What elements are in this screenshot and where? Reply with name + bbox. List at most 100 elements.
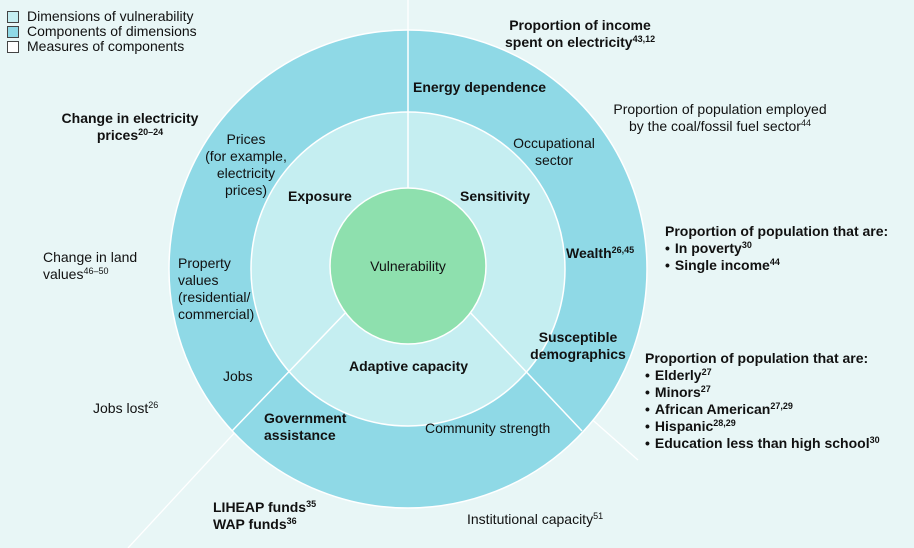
measure-wealth-item-text: Single income [674,257,770,273]
measure-demographics-item-ref: 30 [869,435,880,445]
list-item: African American27,29 [645,401,880,418]
measure-electricity-prices-line2: prices20–24 [55,127,205,144]
measure-wealth-heading: Proportion of population that are: [665,223,889,239]
measure-institutional-capacity-ref: 51 [593,511,604,521]
list-item: Education less than high school30 [645,435,880,452]
component-wealth-label: Wealth [566,245,612,261]
measure-wap-ref: 36 [286,516,297,526]
component-government-assistance-line2: assistance [264,427,336,443]
component-wealth-ref: 26,45 [611,245,635,255]
component-prices-line1: Prices [226,131,266,147]
list-item: Hispanic28,29 [645,418,880,435]
measure-electricity-prices: Change in electricity prices20–24 [55,110,205,144]
ring-divider-left [231,307,351,432]
measure-jobs-lost: Jobs lost26 [93,400,158,417]
component-government-assistance-line1: Government [264,410,347,426]
measure-liheap-ref: 35 [306,499,317,509]
component-property-values-line1: Property [178,255,231,271]
measure-demographics-item-text: Minors [654,384,701,400]
legend-label-dimensions: Dimensions of vulnerability [27,8,194,24]
measure-land-values: Change in land values46–50 [43,249,137,283]
measure-demographics-group: Proportion of population that are: Elder… [645,350,880,452]
list-item: Single income44 [665,257,888,274]
component-community-strength: Community strength [425,420,551,436]
list-item: Elderly27 [645,367,880,384]
measure-demographics-item-ref: 27 [701,367,712,377]
measure-jobs-lost-text: Jobs lost [93,400,149,416]
component-susceptible-demographics-line1: Susceptible [538,329,618,345]
measure-demographics-item-ref: 28,29 [713,418,736,428]
component-wealth: Wealth26,45 [566,245,634,262]
measure-income-on-electricity-line1: Proportion of income [509,17,651,33]
component-prices: Prices (for example, electricity prices) [198,131,294,199]
component-prices-line4: prices) [224,182,267,198]
list-item: In poverty30 [665,240,888,257]
legend-swatch-components [7,25,19,38]
measure-demographics-list: Elderly27 Minors27 African American27,29… [645,367,880,452]
component-prices-line2: (for example, [205,148,287,164]
measure-wealth-item-ref: 44 [769,257,780,267]
measure-demographics-item-text: African American [654,401,771,417]
measure-land-values-ref: 46–50 [83,266,109,276]
ring-divider-right [465,307,583,432]
dimension-exposure: Exposure [288,188,352,204]
legend-swatch-dimensions [7,10,19,23]
measure-wealth-item-ref: 30 [741,240,752,250]
vulnerability-core [329,187,487,345]
legend-swatch-measures [7,40,19,53]
measure-income-on-electricity-ref: 43,12 [632,34,656,44]
legend: Dimensions of vulnerability Components o… [7,9,197,54]
measure-electricity-prices-line1: Change in electricity [61,110,199,126]
component-government-assistance: Government assistance [264,410,346,444]
measure-income-on-electricity-line2-text: spent on electricity [505,34,633,50]
legend-item-measures: Measures of components [7,39,197,54]
component-property-values-line4: commercial) [178,306,255,322]
measure-wealth-list: In poverty30 Single income44 [665,240,888,274]
measure-income-on-electricity: Proportion of income spent on electricit… [505,17,655,51]
measure-coal-employment-line1: Proportion of population employed [613,101,827,117]
measure-wealth-group: Proportion of population that are: In po… [665,223,888,274]
legend-item-dimensions: Dimensions of vulnerability [7,9,197,24]
measure-coal-employment-ref: 44 [800,118,811,128]
measure-wealth-item-text: In poverty [674,240,742,256]
measure-liheap: LIHEAP funds35 [213,499,316,516]
component-property-values: Property values (residential/ commercial… [178,255,254,323]
measure-electricity-prices-ref: 20–24 [138,127,164,137]
legend-label-measures: Measures of components [27,38,185,54]
measure-liheap-text: LIHEAP funds [213,499,307,515]
component-occupational-sector-line1: Occupational [513,135,595,151]
ring-dividers [231,30,583,432]
legend-label-components: Components of dimensions [27,23,197,39]
component-occupational-sector: Occupational sector [506,135,602,169]
component-jobs: Jobs [223,368,253,384]
measure-demographics-item-text: Elderly [654,367,702,383]
measure-demographics-item-text: Education less than high school [654,435,870,451]
measure-electricity-prices-line2-text: prices [96,127,139,143]
component-property-values-line2: values [178,272,219,288]
measure-land-values-line1: Change in land [43,249,138,265]
measure-coal-employment-line2-text: by the coal/fossil fuel sector [629,118,801,134]
legend-item-components: Components of dimensions [7,24,197,39]
component-susceptible-demographics: Susceptible demographics [524,329,632,363]
measure-demographics-item-text: Hispanic [654,418,714,434]
measure-coal-employment: Proportion of population employed by the… [600,101,840,135]
measure-institutional-capacity-text: Institutional capacity [467,511,594,527]
component-susceptible-demographics-line2: demographics [530,346,626,362]
measure-coal-employment-line2: by the coal/fossil fuel sector44 [600,118,840,135]
measure-demographics-item-ref: 27 [700,384,711,394]
dimension-sensitivity: Sensitivity [460,188,531,204]
measure-institutional-capacity: Institutional capacity51 [467,511,603,528]
measure-wap-text: WAP funds [213,516,287,532]
component-property-values-line3: (residential/ [178,289,251,305]
center-label: Vulnerability [370,258,446,274]
component-occupational-sector-line2: sector [534,152,574,168]
component-prices-line3: electricity [216,165,276,181]
component-energy-dependence: Energy dependence [413,79,547,95]
measure-land-values-line2: values46–50 [43,266,137,283]
measure-wap: WAP funds36 [213,516,316,533]
measure-demographics-item-ref: 27,29 [770,401,793,411]
measure-assistance-funds: LIHEAP funds35 WAP funds36 [213,499,316,533]
measure-demographics-heading: Proportion of population that are: [645,350,869,366]
measure-land-values-line2-text: values [43,266,84,282]
